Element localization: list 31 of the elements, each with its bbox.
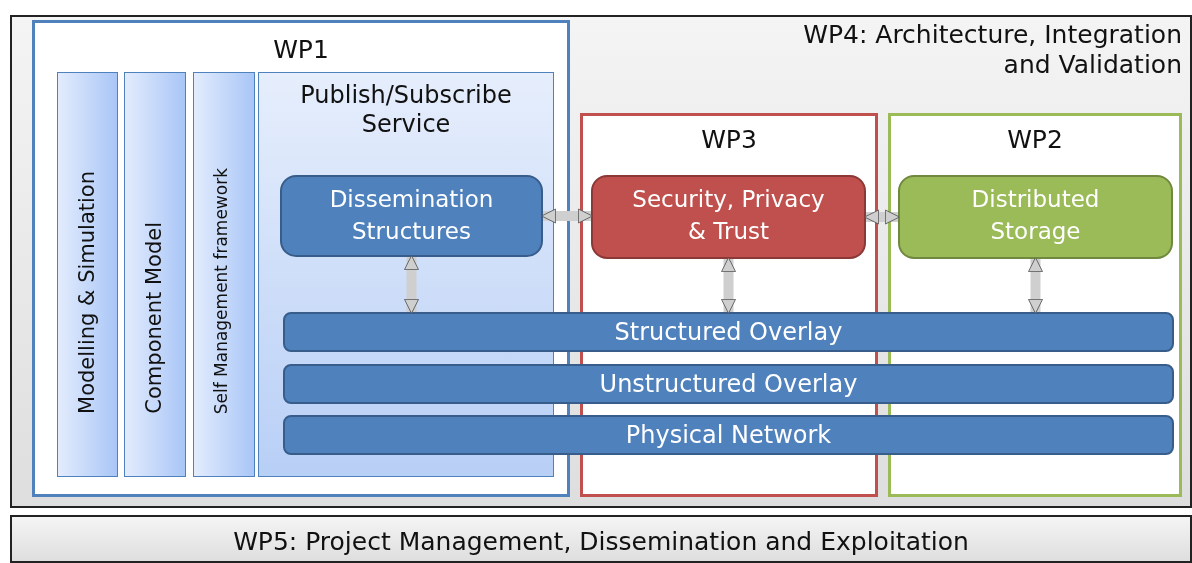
vertical-label: Modelling & Simulation [74,171,99,414]
layer-bar [283,312,1174,352]
column-box [124,72,186,477]
box-label: Structured Overlay [613,318,844,347]
column-box [193,72,255,477]
heading-label: WP4: Architecture, Integration and Validation [802,20,1182,80]
box-label: Unstructured Overlay [598,370,859,399]
double-arrow [541,208,593,224]
heading-label: WP3 [700,125,758,155]
box-label: Dissemination Structures [328,185,495,247]
double-arrow [721,257,736,314]
double-arrow [404,255,419,314]
double-arrow [1028,257,1043,314]
vertical-label: Self Management framework [211,167,231,414]
double-arrow [864,209,900,225]
vertical-label: Component Model [142,222,166,414]
heading-label: WP1 [272,35,330,65]
box-label: Security, Privacy & Trust [631,185,826,247]
footer-box [10,515,1192,563]
column-box [57,72,118,477]
heading-label: WP2 [1006,125,1064,155]
heading-label: WP5: Project Management, Dissemination and Exploitation [232,527,970,557]
group-box [10,15,1192,508]
layer-bar [283,415,1174,455]
box-label: Distributed Storage [970,185,1101,247]
module-box [280,175,543,257]
module-box [898,175,1173,259]
module-box [591,175,866,259]
box-label: Physical Network [624,421,833,450]
heading-label: Publish/Subscribe Service [299,81,513,139]
layer-bar [283,364,1174,404]
